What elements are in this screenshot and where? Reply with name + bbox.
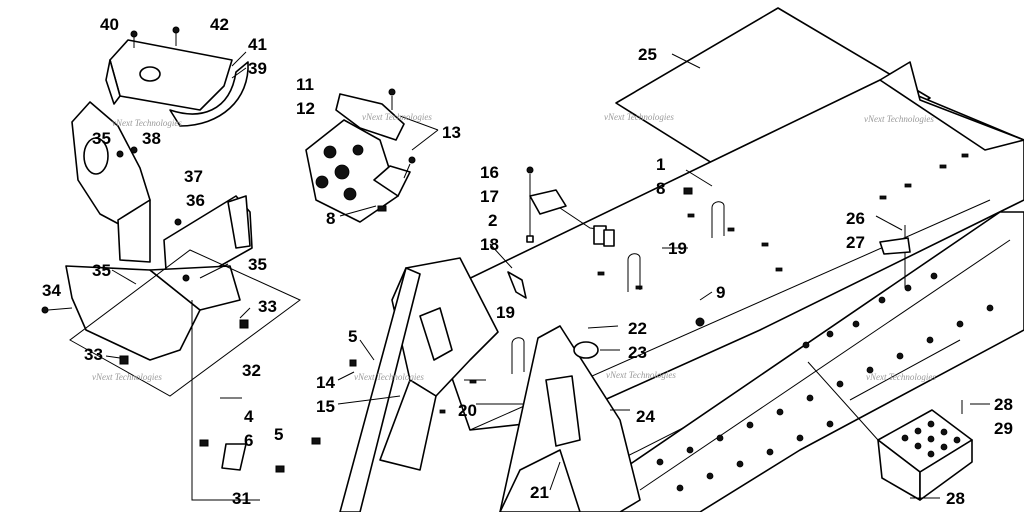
callout-25: 25: [638, 45, 657, 64]
callout-37: 37: [184, 167, 203, 186]
callout-22: 22: [628, 319, 647, 338]
watermark-text: vNext Technologies: [92, 372, 162, 382]
callout-11: 11: [296, 75, 314, 94]
callout-28: 28: [994, 395, 1013, 414]
callout-26: 26: [846, 209, 865, 228]
callout-2: 2: [488, 211, 497, 230]
part-18-clip: [489, 243, 527, 299]
callout-39: 39: [248, 59, 267, 78]
callout-4: 4: [244, 407, 254, 426]
callout-23: 23: [628, 343, 647, 362]
callout-17: 17: [480, 187, 499, 206]
part-26-27-bracket: [875, 215, 911, 288]
callout-8: 8: [656, 179, 665, 198]
callout-38: 38: [142, 129, 161, 148]
callout-14: 14: [316, 373, 335, 392]
callout-18: 18: [480, 235, 499, 254]
running-board-holes: [656, 272, 994, 492]
part-1-tunnel: [424, 61, 1024, 512]
callout-27: 27: [846, 233, 865, 252]
watermark-text: vNext Technologies: [362, 112, 432, 122]
watermark-text: vNext Technologies: [864, 114, 934, 124]
callout-28: 28: [946, 489, 965, 508]
callout-33: 33: [258, 297, 277, 316]
watermark-text: vNext Technologies: [866, 372, 936, 382]
watermark-text: vNext Technologies: [112, 118, 182, 128]
callout-20: 20: [458, 401, 477, 420]
part-19-u-bolt: [511, 201, 725, 374]
callout-34: 34: [42, 281, 61, 300]
part-frame-left: [339, 257, 499, 512]
callout-41: 41: [248, 35, 267, 54]
watermarks: vNext Technologies vNext Technologies vN…: [92, 112, 936, 382]
part-41-intake-box: [105, 39, 249, 127]
callout-32: 32: [242, 361, 261, 380]
callout-40: 40: [100, 15, 119, 34]
callout-15: 15: [316, 397, 335, 416]
callout-35: 35: [92, 261, 111, 280]
callout-5: 5: [274, 425, 283, 444]
leader-lines: [105, 51, 713, 501]
callout-29: 29: [994, 419, 1013, 438]
part-37-bracket: [163, 195, 253, 285]
hardware-small: [41, 146, 705, 473]
callout-21: 21: [530, 483, 549, 502]
tunnel-slots: [439, 153, 969, 414]
callout-5: 5: [348, 327, 357, 346]
callout-36: 36: [186, 191, 205, 210]
callout-24: 24: [636, 407, 655, 426]
part-29-step-plate: [807, 339, 990, 501]
part-32-plate: [65, 249, 301, 397]
callout-19: 19: [668, 239, 687, 258]
callout-31: 31: [232, 489, 251, 508]
callout-12: 12: [296, 99, 315, 118]
callout-33: 33: [84, 345, 103, 364]
callout-6: 6: [244, 431, 253, 450]
watermark-text: vNext Technologies: [604, 112, 674, 122]
callout-42: 42: [210, 15, 229, 34]
part-13-screws: [377, 88, 416, 212]
part-17-module: [526, 166, 615, 247]
callouts: 40 42 41 39 35 38 37 36 35 35 34 33 33 3…: [42, 15, 1013, 508]
part-38-steering-support: [71, 101, 151, 263]
watermark-text: vNext Technologies: [606, 370, 676, 380]
callout-13: 13: [442, 123, 461, 142]
part-12-mount-bracket: [305, 93, 411, 223]
callout-1: 1: [656, 155, 665, 174]
callout-35: 35: [92, 129, 111, 148]
watermark-text: vNext Technologies: [354, 372, 424, 382]
callout-8: 8: [326, 209, 335, 228]
callout-35: 35: [248, 255, 267, 274]
part-40-42-screws: [130, 26, 180, 48]
part-21-a-frame: [499, 325, 641, 512]
callout-16: 16: [480, 163, 499, 182]
callout-9: 9: [716, 283, 725, 302]
callout-19: 19: [496, 303, 515, 322]
